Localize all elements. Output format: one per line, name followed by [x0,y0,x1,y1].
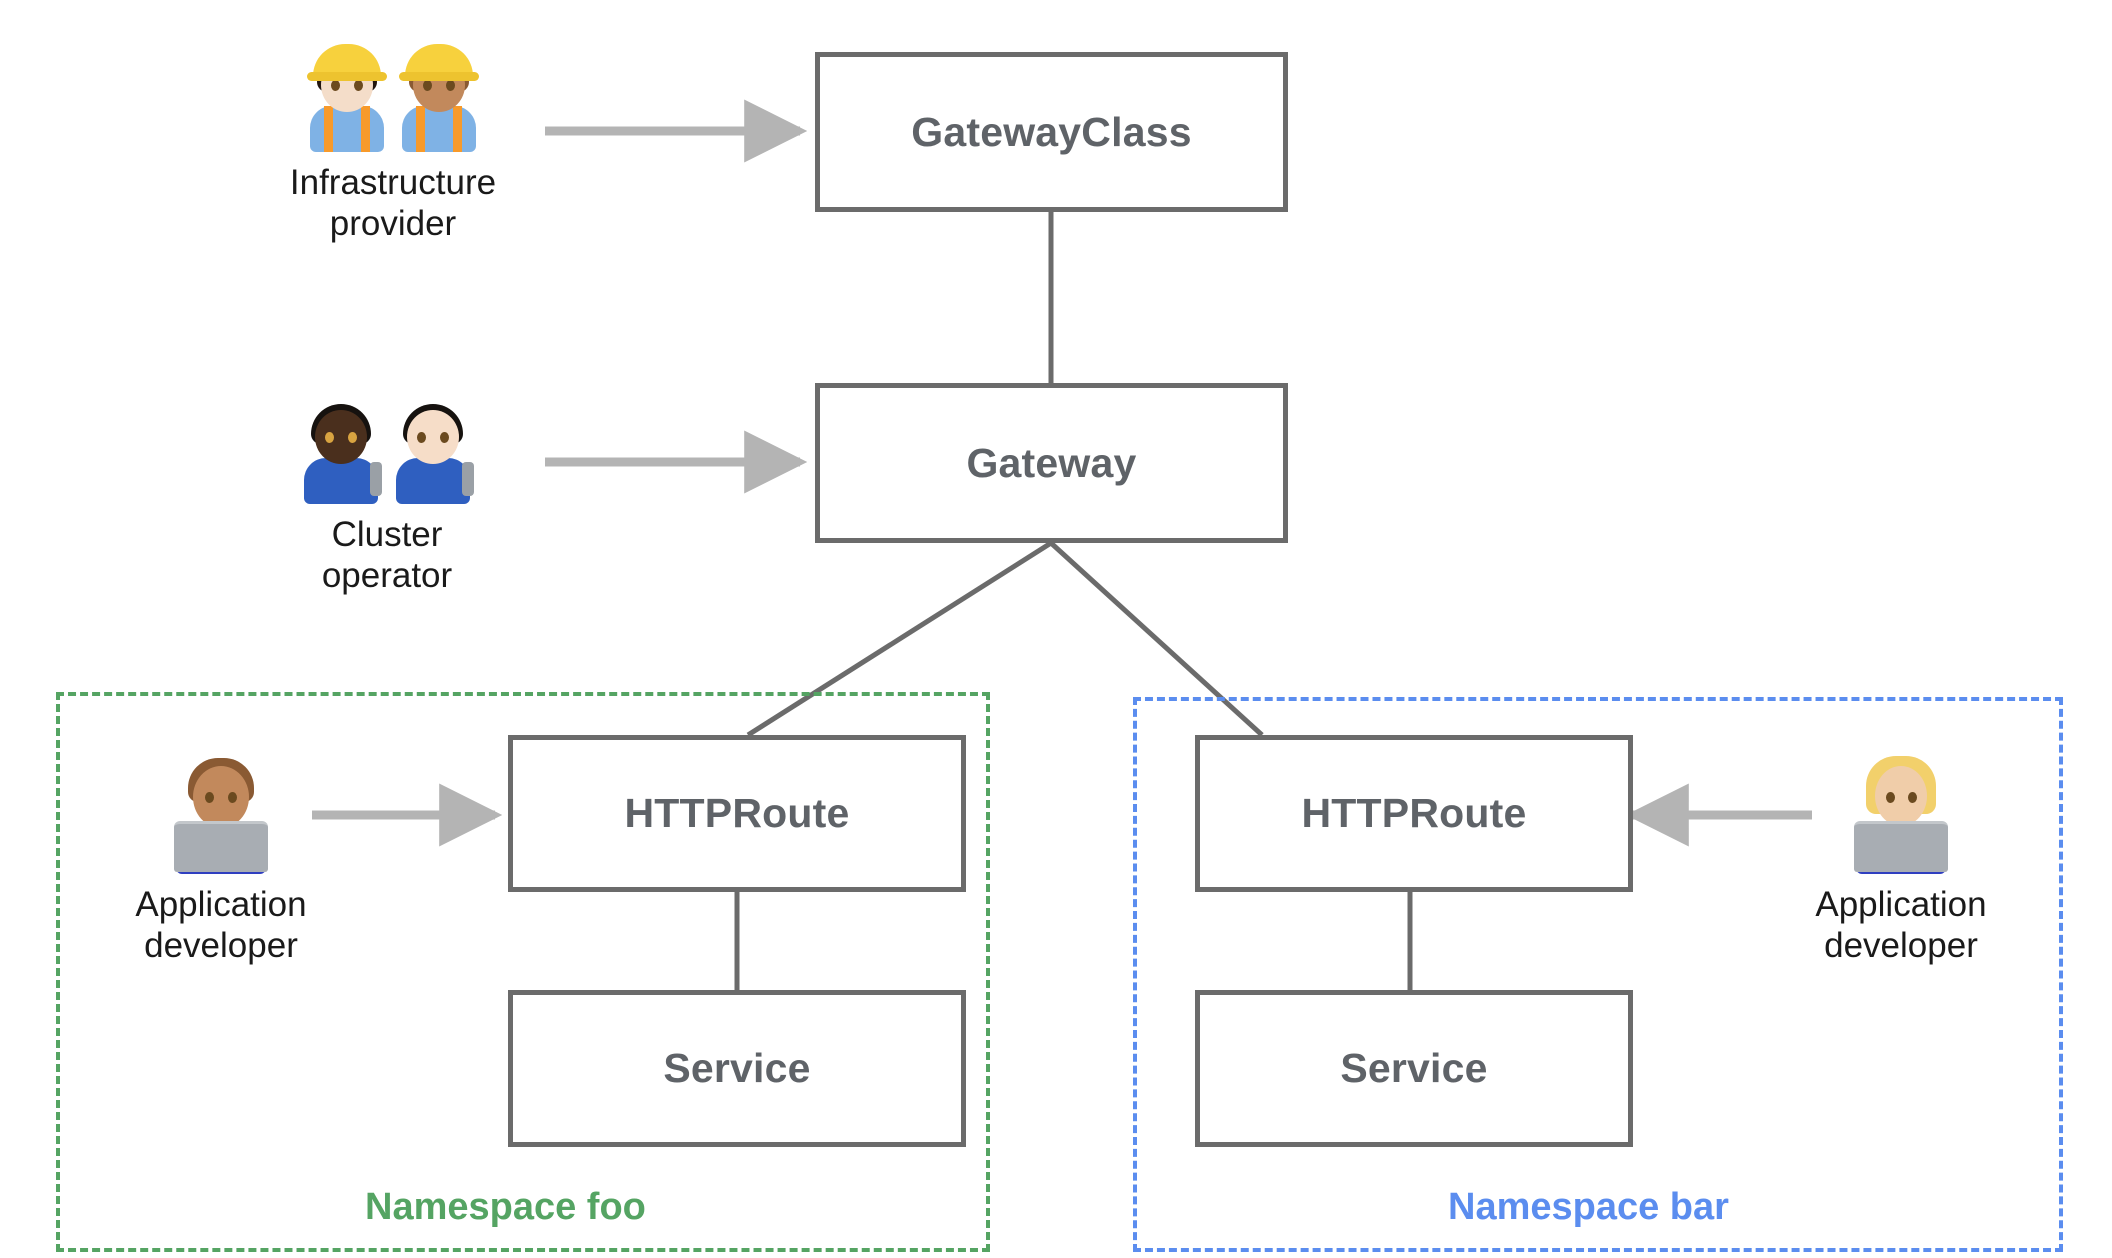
persona-infrastructure-provider-caption: Infrastructure provider [289,163,497,244]
woman-construction-worker-icon [304,36,390,152]
node-gateway-label: Gateway [966,439,1137,486]
node-service-foo-label: Service [663,1045,811,1091]
persona-application-developer-foo: Application developer [118,744,324,967]
node-service-bar[interactable]: Service [1195,990,1633,1147]
node-httproute-bar[interactable]: HTTPRoute [1195,735,1633,892]
mechanic-icon [298,388,384,504]
namespace-label-bar: Namespace bar [1448,1186,1729,1228]
node-service-bar-label: Service [1340,1045,1488,1091]
cluster-operator-figures [298,388,476,504]
man-technologist-icon [166,744,276,874]
persona-application-developer-bar-caption: Application developer [1815,885,1987,966]
namespace-box-bar [1133,697,2063,1252]
namespace-box-foo [56,692,990,1252]
node-gatewayclass[interactable]: GatewayClass [815,52,1288,212]
persona-infrastructure-provider: Infrastructure provider [278,36,508,245]
man-mechanic-icon [390,388,476,504]
node-httproute-foo-label: HTTPRoute [624,790,850,836]
persona-cluster-operator: Cluster operator [272,388,502,597]
persona-application-developer-foo-caption: Application developer [135,885,307,966]
persona-application-developer-bar: Application developer [1798,744,2004,967]
infrastructure-provider-figures [304,36,482,152]
woman-construction-worker-icon [396,36,482,152]
persona-cluster-operator-caption: Cluster operator [321,515,453,596]
node-httproute-bar-label: HTTPRoute [1301,790,1527,836]
node-gateway[interactable]: Gateway [815,383,1288,543]
woman-technologist-icon [1846,744,1956,874]
node-httproute-foo[interactable]: HTTPRoute [508,735,966,892]
node-gatewayclass-label: GatewayClass [911,108,1192,155]
namespace-label-foo: Namespace foo [365,1186,646,1228]
node-service-foo[interactable]: Service [508,990,966,1147]
